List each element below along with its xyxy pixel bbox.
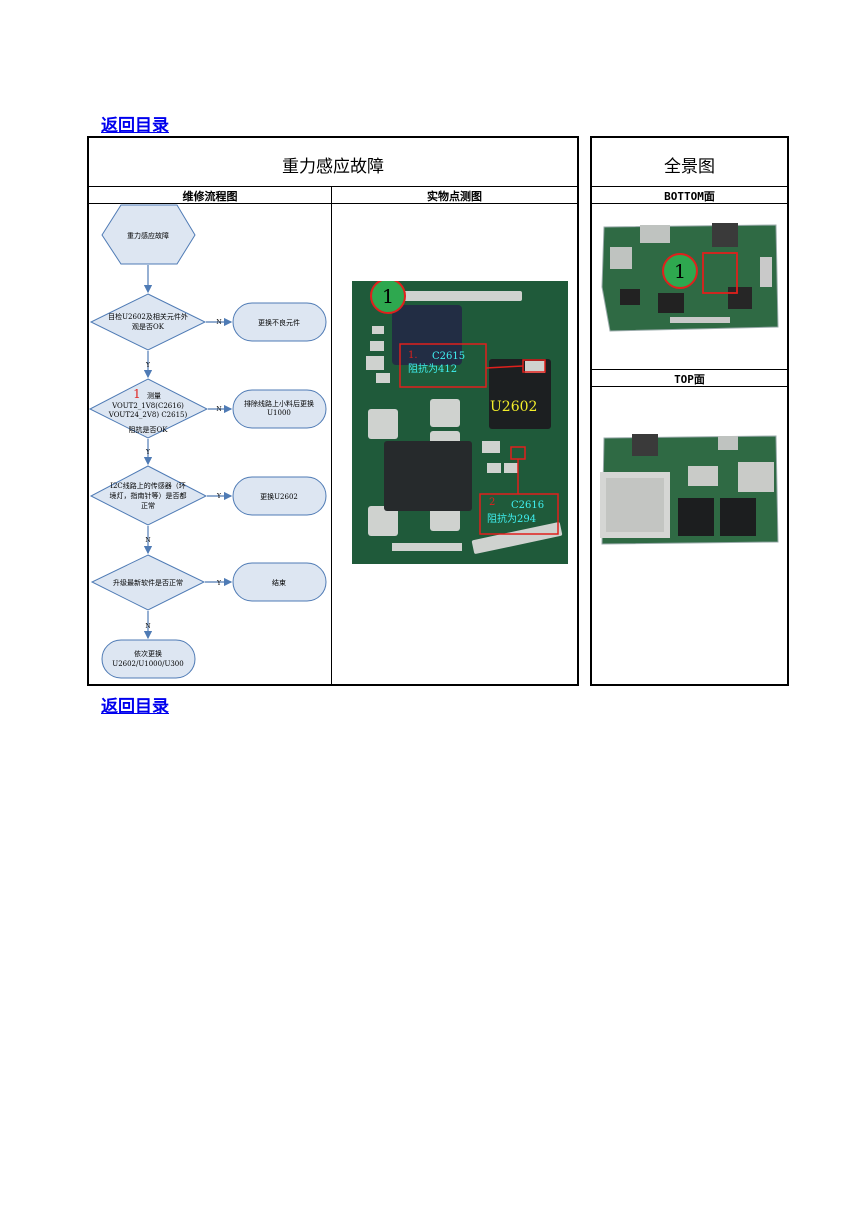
col-header-flow: 维修流程图 <box>89 188 331 204</box>
box2-label: C2616 <box>511 500 544 511</box>
d4-label: 升级最新软件是否正常 <box>113 578 183 587</box>
photo-marker-number: 1 <box>382 286 394 308</box>
r4-label: 结束 <box>272 578 286 587</box>
d1-line1: 目检U2602及相关元件外 <box>108 312 188 321</box>
d3-line1: I2C线路上的传感器（环 <box>110 481 186 490</box>
measurement-photo: 1 1. C2615 阻抗为412 U2602 2 C2616 阻抗为294 <box>352 281 568 564</box>
d4-yes-label: Y <box>216 580 222 587</box>
d1-line2: 观是否OK <box>132 323 165 331</box>
chip-label: U2602 <box>490 399 537 415</box>
panorama-marker-number: 1 <box>674 261 686 283</box>
d4-no-label: N <box>145 623 150 630</box>
d2-line2: VOUT2_1V8(C2616) <box>111 402 184 410</box>
table-title: 重力感应故障 <box>89 152 577 177</box>
d2-yes-label: Y <box>145 449 151 456</box>
box1-number: 1. <box>408 350 418 361</box>
bottom-board-photo: 1 <box>600 217 780 335</box>
d3-line3: 正常 <box>141 501 155 510</box>
repair-flowchart: 重力感应故障 目检U2602及相关元件外 观是否OK 更换不良元件 1 测量 V… <box>88 204 331 685</box>
r3-label: 更换U2602 <box>260 492 298 501</box>
col-header-top: TOP面 <box>592 371 787 387</box>
d2-line4: 阻抗是否OK <box>129 425 169 434</box>
box2-value: 阻抗为294 <box>487 512 536 525</box>
end-terminal <box>102 640 195 678</box>
d3-line2: 境灯，指南针等）是否都 <box>110 491 187 500</box>
end-line2: U2602/U1000/U300 <box>112 660 183 668</box>
col-header-photo: 实物点测图 <box>332 188 577 204</box>
box1-value: 阻抗为412 <box>408 362 457 375</box>
back-to-contents-link-top[interactable]: 返回目录 <box>101 111 169 136</box>
start-label: 重力感应故障 <box>127 231 169 240</box>
d3-no-label: N <box>145 537 150 544</box>
d2-line1: 测量 <box>147 392 161 400</box>
d1-yes-label: Y <box>145 362 151 369</box>
d2-number: 1 <box>133 387 141 401</box>
col-header-bottom: BOTTOM面 <box>592 188 787 204</box>
d2-no-label: N <box>216 406 221 413</box>
d2-line3: VOUT24_2V8) C2615) <box>108 411 188 419</box>
decision-1 <box>91 294 205 350</box>
r2-line2: U1000 <box>267 409 291 417</box>
d1-no-label: N <box>216 319 221 326</box>
box1-label: C2615 <box>432 351 465 362</box>
panorama-title: 全景图 <box>592 152 787 177</box>
top-board-photo <box>598 432 782 548</box>
r1-label: 更换不良元件 <box>258 318 300 327</box>
back-to-contents-link-bottom[interactable]: 返回目录 <box>101 692 169 717</box>
r2-line1: 排除线路上小料后更换 <box>244 399 314 408</box>
end-line1: 依次更换 <box>134 649 162 658</box>
box2-number: 2 <box>489 497 495 508</box>
